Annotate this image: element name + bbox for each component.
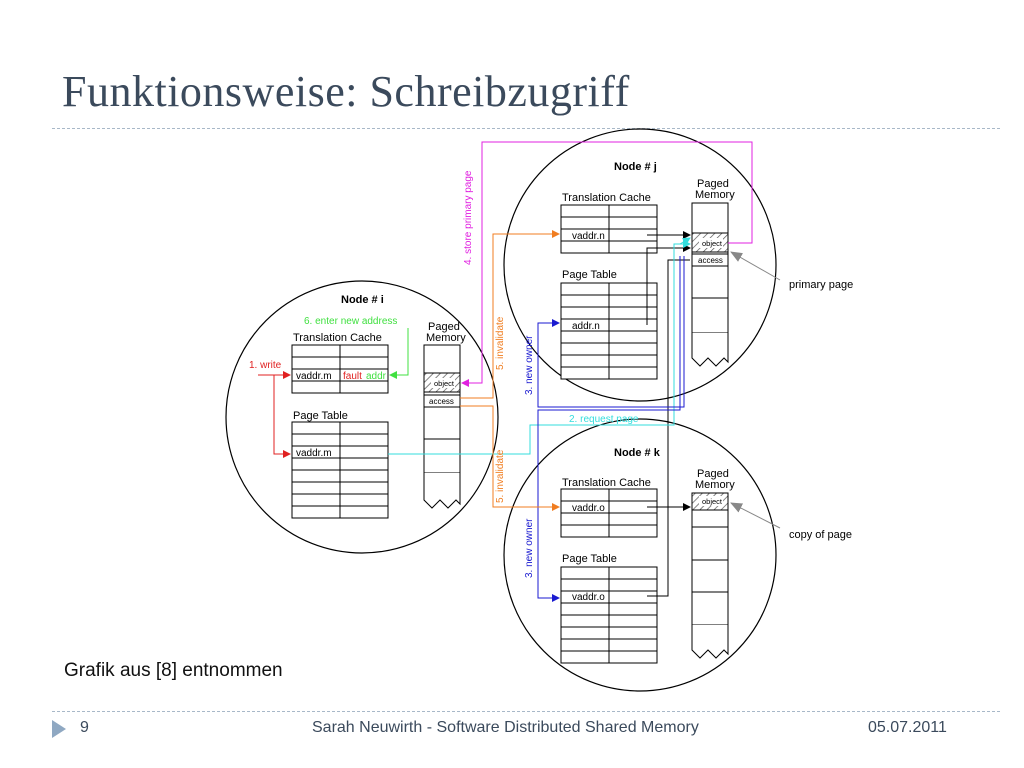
new-owner-j-arrow (537, 256, 685, 408)
node-k-paged-label-2: Memory (695, 479, 735, 491)
footer-date: 05.07.2011 (868, 719, 947, 736)
node-j: Node # j Translation Cache vaddr.n Page … (503, 128, 777, 402)
node-j-title: Node # j (614, 161, 657, 173)
bullet-triangle-icon (52, 720, 66, 738)
request-page-arrow (388, 237, 691, 455)
node-i-paged-label-1: Paged (428, 321, 460, 333)
node-j-paged-memory (691, 202, 729, 334)
node-i-paged-label-2: Memory (426, 332, 466, 344)
node-j-paged-label-2: Memory (695, 189, 735, 201)
invalidate-arrows (460, 230, 560, 511)
internal-pointer-arrows (646, 231, 691, 597)
node-i-paged-memory (423, 344, 461, 474)
node-i-tc-fault: fault (343, 371, 362, 382)
footer-center-text: Sarah Neuwirth - Software Distributed Sh… (312, 719, 699, 736)
request-page-label: 2. request page (569, 414, 639, 425)
write-arrow (258, 371, 291, 458)
node-k-pt-vaddr: vaddr.o (572, 592, 605, 603)
node-i-page-table-label: Page Table (293, 410, 348, 422)
node-k-tc-vaddr: vaddr.o (572, 503, 605, 514)
node-j-access-label: access (698, 256, 723, 265)
node-k-circle (503, 418, 777, 692)
invalidate-k-label: 5. invalidate (495, 449, 506, 503)
store-primary-arrow (461, 141, 753, 387)
enter-address-label: 6. enter new address (304, 316, 397, 327)
node-j-object-label: object (702, 239, 723, 248)
slide-title: Funktionsweise: Schreibzugriff (62, 67, 630, 116)
node-k: Node # k Translation Cache vaddr.o Page … (503, 418, 777, 692)
node-k-title: Node # k (614, 447, 661, 459)
footer-divider (52, 711, 1000, 712)
node-k-translation-cache-label: Translation Cache (562, 477, 651, 489)
write-label: 1. write (249, 360, 282, 371)
node-i-tc-vaddr: vaddr.m (296, 371, 332, 382)
node-i-circle (225, 280, 499, 554)
title-divider (52, 128, 1000, 129)
node-k-paged-label-1: Paged (697, 468, 729, 480)
node-j-translation-cache-label: Translation Cache (562, 192, 651, 204)
node-k-object-label: object (702, 497, 723, 506)
new-owner-k-arrow (537, 256, 681, 602)
node-i-pt-vaddr: vaddr.m (296, 448, 332, 459)
node-k-paged-memory (691, 492, 729, 626)
node-i-translation-cache-label: Translation Cache (293, 332, 382, 344)
slide-number: 9 (80, 719, 89, 736)
store-primary-label: 4. store primary page (463, 170, 474, 265)
copy-of-page-callout: copy of page (789, 529, 852, 541)
enter-address-arrow (389, 328, 409, 379)
callout-arrows (730, 251, 781, 529)
node-j-circle (503, 128, 777, 402)
node-j-pt-addr: addr.n (572, 321, 600, 332)
new-owner-k-label: 3. new owner (524, 518, 535, 578)
node-i: Node # i Translation Cache vaddr.m fault… (225, 280, 499, 554)
node-j-tc-vaddr: vaddr.n (572, 231, 605, 242)
dsm-write-diagram: Node # i Translation Cache vaddr.m fault… (225, 128, 853, 692)
invalidate-j-label: 5. invalidate (495, 316, 506, 370)
figure-caption: Grafik aus [8] entnommen (64, 660, 283, 681)
node-i-access-label: access (429, 397, 454, 406)
node-k-page-table-label: Page Table (562, 553, 617, 565)
node-j-paged-label-1: Paged (697, 178, 729, 190)
node-i-object-label: object (434, 379, 455, 388)
node-i-tc-addr: addr (366, 371, 387, 382)
new-owner-j-label: 3. new owner (524, 335, 535, 395)
node-j-page-table-label: Page Table (562, 269, 617, 281)
primary-page-callout: primary page (789, 279, 853, 291)
node-i-title: Node # i (341, 294, 384, 306)
